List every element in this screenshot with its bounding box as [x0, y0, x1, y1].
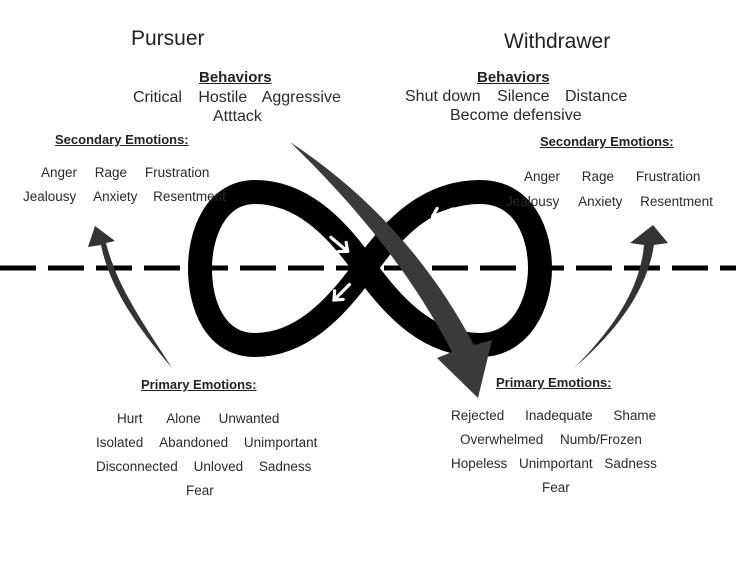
emotion-item: Inadequate	[525, 408, 593, 423]
behavior-item: Silence	[497, 88, 550, 105]
infinity-loop-icon	[188, 180, 552, 357]
emotion-item: Abandoned	[159, 435, 229, 450]
emotion-item: Frustration	[635, 169, 701, 184]
emotion-item: Rage	[94, 165, 128, 180]
emotion-item: Anger	[524, 169, 561, 184]
emotion-item: Frustration	[144, 165, 210, 180]
emotion-item: Overwhelmed	[460, 432, 544, 447]
withdrawer-primary-row-4: Fear	[542, 480, 570, 495]
emotion-item: Anxiety	[578, 194, 623, 209]
pursuer-title: Pursuer	[131, 27, 205, 50]
withdrawer-secondary-emotions-heading: Secondary Emotions:	[540, 134, 674, 149]
emotion-item: Unloved	[193, 459, 244, 474]
emotion-item: Jealousy	[506, 194, 560, 209]
withdrawer-secondary-row-1: Anger Rage Frustration	[524, 169, 700, 184]
emotion-item: Anger	[41, 165, 78, 180]
loop-arrow-icon	[431, 206, 455, 222]
emotion-item: Hurt	[117, 411, 143, 426]
pursuer-behaviors-row-1: Critical Hostile Aggressive	[133, 89, 341, 107]
pursuer-behaviors-heading: Behaviors	[199, 69, 272, 86]
loop-arrow-icon	[332, 282, 352, 302]
emotion-item: Resentment	[640, 194, 713, 209]
emotion-item: Anxiety	[93, 189, 138, 204]
right-curved-arrow-icon	[574, 225, 668, 368]
loop-arrow-icon	[479, 312, 500, 331]
emotion-item: Rage	[581, 169, 615, 184]
emotion-item: Numb/Frozen	[560, 432, 642, 447]
withdrawer-title: Withdrawer	[504, 30, 611, 53]
behavior-item: Become defensive	[450, 107, 582, 124]
left-curved-arrow-icon	[88, 226, 172, 368]
withdrawer-primary-emotions-heading: Primary Emotions:	[496, 375, 612, 390]
withdrawer-secondary-row-2: Jealousy Anxiety Resentment	[506, 194, 713, 209]
pursuer-primary-emotions-heading: Primary Emotions:	[141, 377, 257, 392]
pursuer-secondary-row-2: Jealousy Anxiety Resentment	[23, 189, 226, 204]
emotion-item: Sadness	[604, 456, 657, 471]
loop-arrow-icon	[501, 229, 518, 252]
pursuer-primary-row-2: Isolated Abandoned Unimportant	[96, 435, 317, 450]
emotion-item: Fear	[186, 483, 214, 498]
emotion-item: Unimportant	[243, 435, 318, 450]
emotion-item: Resentment	[153, 189, 226, 204]
withdrawer-behaviors-row-2: Become defensive	[450, 107, 582, 125]
behavior-item: Shut down	[405, 88, 481, 105]
loop-direction-arrows	[222, 206, 518, 333]
pursuer-primary-row-1: Hurt Alone Unwanted	[117, 411, 279, 426]
withdrawer-primary-row-1: Rejected Inadequate Shame	[451, 408, 656, 423]
behavior-item: Critical	[133, 89, 182, 106]
emotion-item: Unwanted	[218, 411, 280, 426]
behavior-item: Distance	[565, 88, 628, 105]
emotion-item: Fear	[542, 480, 570, 495]
emotion-item: Jealousy	[23, 189, 77, 204]
withdrawer-primary-row-2: Overwhelmed Numb/Frozen	[460, 432, 642, 447]
pursuer-secondary-emotions-heading: Secondary Emotions:	[55, 132, 189, 147]
pursuer-behaviors-row-2: Atttack	[213, 108, 262, 126]
emotion-item: Unimportant	[519, 456, 593, 471]
loop-arrow-icon	[235, 316, 258, 333]
withdrawer-behaviors-row-1: Shut down Silence Distance	[405, 88, 627, 106]
emotion-item: Hopeless	[451, 456, 508, 471]
emotion-item: Disconnected	[96, 459, 178, 474]
emotion-item: Rejected	[451, 408, 505, 423]
pursuer-primary-row-4: Fear	[186, 483, 214, 498]
emotion-item: Isolated	[96, 435, 144, 450]
emotion-item: Sadness	[258, 459, 312, 474]
withdrawer-behaviors-heading: Behaviors	[477, 69, 550, 86]
behavior-item: Aggressive	[261, 89, 341, 106]
behavior-item: Atttack	[213, 108, 262, 125]
big-curved-arrow-icon	[290, 142, 492, 398]
pursuer-secondary-row-1: Anger Rage Frustration	[41, 165, 209, 180]
behavior-item: Hostile	[198, 89, 248, 106]
withdrawer-primary-row-3: Hopeless Unimportant Sadness	[451, 456, 657, 471]
emotion-item: Shame	[613, 408, 657, 423]
loop-arrow-icon	[222, 217, 242, 237]
loop-arrow-icon	[329, 235, 350, 254]
emotion-item: Alone	[166, 411, 201, 426]
pursuer-primary-row-3: Disconnected Unloved Sadness	[96, 459, 311, 474]
